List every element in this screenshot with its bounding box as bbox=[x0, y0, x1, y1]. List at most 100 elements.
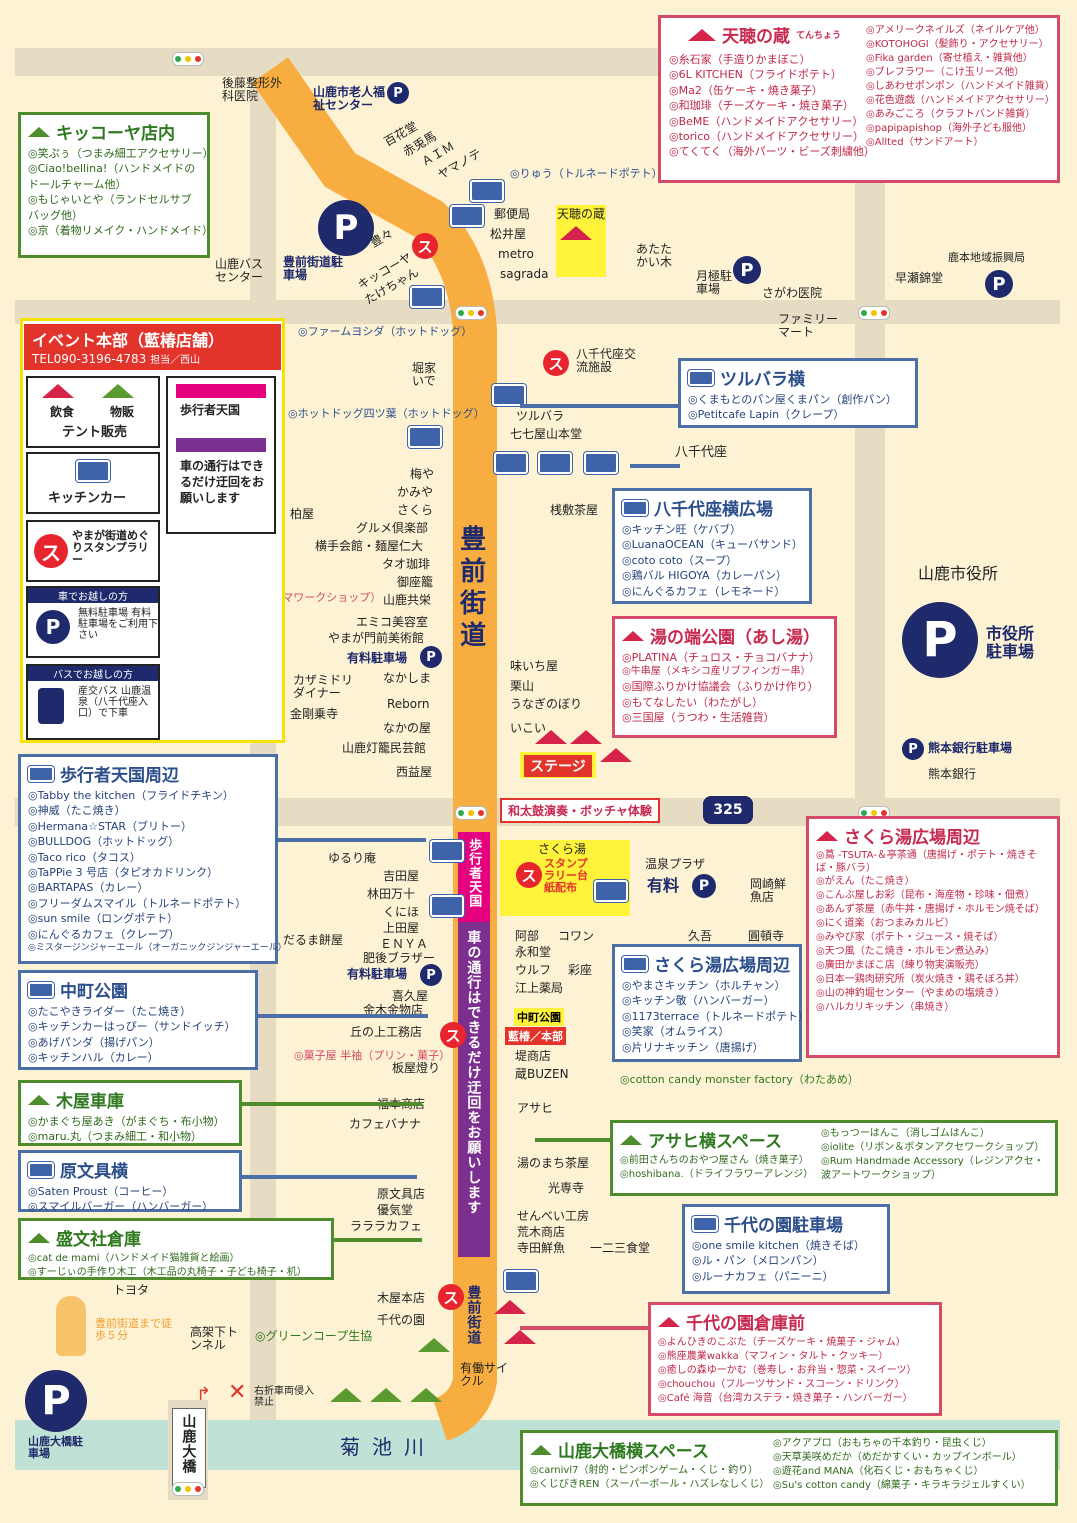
pointer-arrow bbox=[258, 1014, 428, 1018]
map-label: だるま餅屋 bbox=[283, 933, 344, 947]
map-label: 味いち屋 bbox=[510, 659, 559, 673]
map-label: 彩座 bbox=[568, 963, 593, 977]
pointer-arrow bbox=[520, 404, 680, 408]
box-tencho-title: 天聴の蔵 bbox=[722, 27, 790, 47]
list-item: ◎てくてく（海外パーツ・ビーズ刺繍他） bbox=[669, 145, 875, 159]
traffic-signal-icon bbox=[858, 306, 890, 320]
map-label: 栗山 bbox=[510, 679, 535, 693]
tent-food-icon bbox=[42, 384, 74, 398]
list-item: ◎Saten Proust（コーヒー） bbox=[28, 1185, 174, 1198]
pointer-arrow bbox=[242, 1175, 417, 1179]
parking-icon: P bbox=[733, 256, 761, 284]
bus-icon bbox=[38, 688, 64, 724]
box-chiyono-parking: 千代の園駐車場 ◎one smile kitchen（焼きそば） ◎ル・パン（メ… bbox=[682, 1204, 890, 1294]
map-label: ゆるり庵 bbox=[328, 851, 377, 865]
map-label: 阿部 bbox=[515, 929, 540, 943]
route-325-badge: 325 bbox=[703, 796, 753, 824]
oohashi-col2: ◎アクアプロ（おもちゃの千本釣り・昆虫くじ） ◎天草美咲めだか（めだかすくい・カ… bbox=[773, 1437, 1031, 1493]
list-item: ◎癒しの森ゆーかむ（巻寿し・お弁当・惣菜・スイーツ） bbox=[658, 1365, 917, 1376]
list-item: ◎しあわせポンポン（ハンドメイド雑貨） bbox=[866, 81, 1055, 92]
map-label: 吉田屋 bbox=[383, 869, 420, 883]
tent-food-icon bbox=[330, 1388, 362, 1402]
stamp-icon: ス bbox=[516, 862, 542, 888]
map-label: 八千代座交流施設 bbox=[576, 347, 637, 375]
list-item: ◎Ciao!bellina!（ハンドメイドのドールチャーム他） bbox=[28, 162, 196, 191]
list-item: ◎アメリークネイルズ（ネイルケア他） bbox=[866, 25, 1045, 36]
list-item: ◎花色遊戯（ハンドメイドアクセサリー） bbox=[866, 95, 1055, 106]
map-label: 月極駐車場 bbox=[696, 269, 733, 297]
detour-text: 車の通行はできるだけ迂回をお願いします bbox=[465, 930, 482, 1215]
box-sakura-red: さくら湯広場周辺 ◎蔦 -TSUTA-＆亭茶通（唐揚げ・ポテト・焼きそば・豚バラ… bbox=[806, 816, 1060, 1058]
map-label: 豊前街道まで徒歩５分 bbox=[95, 1317, 172, 1343]
map-label: 蔵BUZEN bbox=[515, 1067, 569, 1081]
tencho-col2: ◎アメリークネイルズ（ネイルケア他） ◎KOTOHOGI（髪飾り・アクセサリー）… bbox=[866, 24, 1055, 150]
legend-tent-goods: 物販 bbox=[110, 405, 135, 419]
map-label: アサヒ bbox=[517, 1101, 554, 1115]
tent-icon bbox=[28, 1094, 50, 1105]
list-item: ◎Fika garden（寄せ植え・雑貨他） bbox=[866, 53, 1033, 64]
tencho-kura-area bbox=[556, 205, 606, 277]
box-sakura-red-title: さくら湯広場周辺 bbox=[844, 828, 980, 848]
tent-icon bbox=[688, 28, 716, 41]
kitchen-car-icon bbox=[410, 286, 444, 308]
list-item: ◎iolite（リボン＆ボタンアクセワークショップ） bbox=[821, 1142, 1045, 1153]
legend-bus-title: バスでお越しの方 bbox=[28, 666, 158, 681]
list-item: ◎たこやきライダー（たこ焼き） bbox=[28, 1005, 192, 1018]
list-item: ◎廣田かまぼこ店（練り物実演販売） bbox=[816, 960, 985, 971]
list-item: ◎あんず茶屋（赤牛丼・唐揚げ・ホルモン焼そば） bbox=[816, 904, 1045, 915]
tent-goods-icon bbox=[494, 1300, 526, 1314]
list-item: ◎maru.丸（つまみ細工・和小物） bbox=[28, 1130, 203, 1144]
list-item: ◎キッチン敬（ハンバーガー） bbox=[622, 994, 775, 1008]
map-label: やまが門前美術館 bbox=[328, 631, 425, 645]
bridge-label-box bbox=[172, 1408, 206, 1488]
walking-person-icon bbox=[56, 1296, 86, 1356]
map-label: ◎cotton candy monster factory（わたあめ） bbox=[620, 1073, 859, 1086]
map-label: トヨタ bbox=[113, 1283, 150, 1297]
list-item: ◎sun smile（ロングポテト） bbox=[28, 912, 179, 926]
kitchen-car-icon bbox=[538, 452, 572, 474]
list-item: ◎hoshibana.（ドライフラワーアレンジ） bbox=[620, 1169, 814, 1180]
map-label: ◎ファームヨシダ（ホットドッグ） bbox=[298, 325, 473, 338]
tent-food-icon bbox=[418, 1338, 450, 1352]
map-label: せんべい工房 bbox=[517, 1209, 590, 1223]
map-label: 鹿本地域振興局 bbox=[948, 251, 1025, 264]
legend-tent-label: テント販売 bbox=[62, 425, 128, 440]
map-label: 岡崎鮮魚店 bbox=[750, 877, 787, 905]
list-item: ◎アクアプロ（おもちゃの千本釣り・昆虫くじ） bbox=[773, 1438, 992, 1449]
list-item: ◎牛串屋（メキシコ産リブフィンガー串） bbox=[622, 666, 811, 678]
list-item: ◎三国屋（うつわ・生活雑貨） bbox=[622, 711, 775, 725]
traffic-signal-icon bbox=[455, 306, 487, 320]
map-label: スタンプラリー台紙配布 bbox=[544, 857, 588, 895]
list-item: ◎熊座農業wakka（マフィン・タルト・クッキー） bbox=[658, 1351, 889, 1362]
list-item: ◎ハルカリキッチン（串焼き） bbox=[816, 1002, 955, 1013]
list-item: ◎日本一鶏肉研究所（炭火焼き・鶏そぼろ丼） bbox=[816, 974, 1025, 985]
list-item: ◎ブレフラワー（こけ玉リース他） bbox=[866, 67, 1025, 78]
kitchen-car-icon bbox=[504, 1270, 538, 1292]
map-label: 有料 bbox=[647, 876, 680, 895]
list-item: ◎もっつーはんこ（消しゴムはんこ） bbox=[821, 1128, 990, 1139]
parking-icon: P bbox=[985, 270, 1013, 298]
box-title: 歩行者天国周辺 bbox=[28, 761, 268, 786]
list-item: ◎みやび家（ポテト・ジュース・焼そば） bbox=[816, 932, 1004, 943]
tent-icon bbox=[816, 830, 838, 841]
map-label: 丘の上工務店 bbox=[350, 1025, 423, 1039]
traffic-signal-icon bbox=[172, 1482, 204, 1496]
list-item: ◎糸石家（手造りかまぼこ） bbox=[669, 53, 811, 66]
list-item: ◎国際ふりかけ協議会（ふりかけ作り） bbox=[622, 680, 819, 694]
map-label: カザミドリダイナー bbox=[293, 673, 354, 701]
list-item: ◎carnivl7（射的・ピンポンゲーム・くじ・釣り） bbox=[530, 1465, 759, 1476]
map-label: 山鹿共栄 bbox=[383, 593, 432, 607]
box-title: 中町公園 bbox=[28, 977, 248, 1002]
map-label: 熊本銀行 bbox=[928, 767, 977, 781]
map-label: 湯のまち茶屋 bbox=[517, 1156, 590, 1170]
parking-icon: P bbox=[420, 646, 442, 668]
map-label: 天聴の蔵 bbox=[557, 207, 606, 221]
map-label: 梅や bbox=[410, 467, 435, 481]
box-hokoten: 歩行者天国周辺 ◎Tabby the kitchen（フライドチキン） ◎神威（… bbox=[18, 754, 287, 964]
tent-icon bbox=[658, 1316, 680, 1327]
box-genbunguya-title: 原文具横 bbox=[60, 1162, 128, 1182]
stamp-icon: ス bbox=[543, 350, 569, 376]
map-label: コワン bbox=[558, 929, 595, 943]
kitchen-car-icon bbox=[594, 880, 628, 902]
parking-icon: P bbox=[387, 82, 409, 104]
